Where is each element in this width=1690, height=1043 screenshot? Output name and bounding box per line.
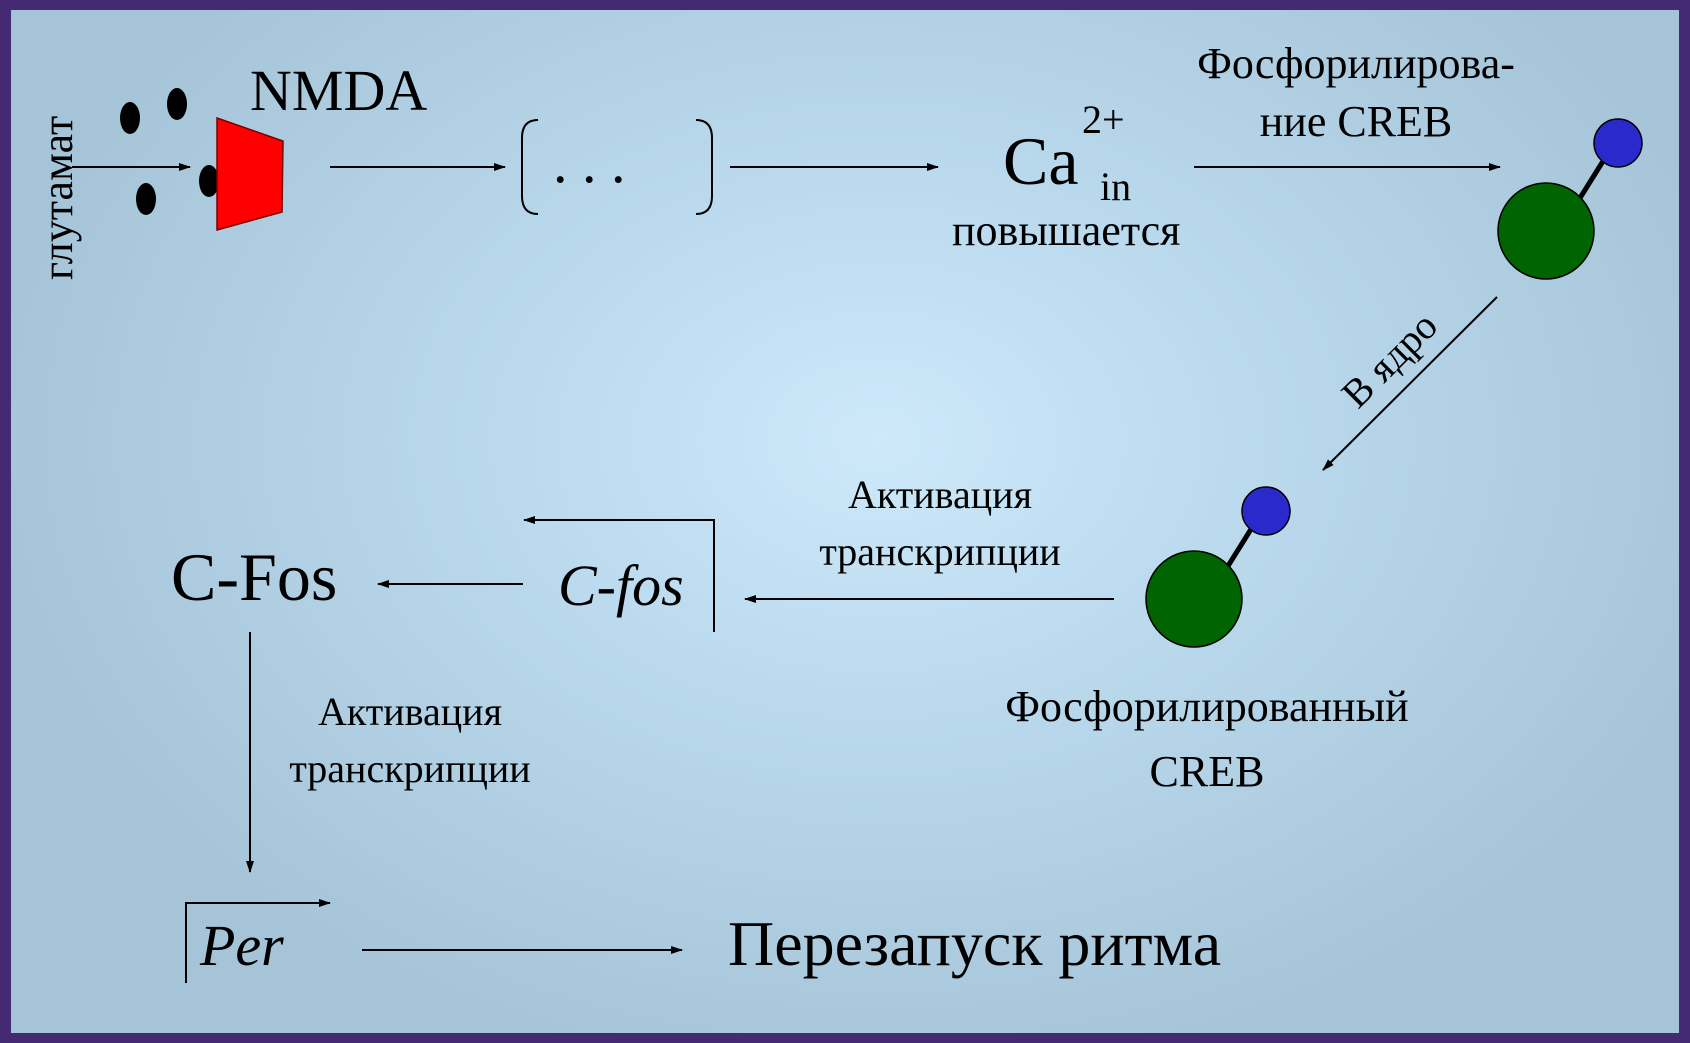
calcium-charge: 2+ xyxy=(1082,97,1125,142)
transcription-activation-label-line2: транскрипции xyxy=(819,529,1060,574)
phosphorylated-creb-icon xyxy=(1497,118,1643,280)
phosphate-group xyxy=(1593,118,1643,168)
nmda-label: NMDA xyxy=(250,58,427,123)
glutamate-dot xyxy=(120,102,140,134)
phosphorylated-creb-label-line2: CREB xyxy=(1150,747,1265,796)
glutamate-dot xyxy=(167,88,187,120)
rhythm-reset-label: Перезапуск ритма xyxy=(728,908,1221,979)
per-promoter-arrow xyxy=(185,899,331,983)
cfos-protein-label: C-Fos xyxy=(171,539,337,615)
phosphate-group xyxy=(1241,486,1291,536)
phosphorylation-label-line2: ние CREB xyxy=(1260,97,1453,146)
glutamate-label: глутамат xyxy=(33,116,82,280)
phosphorylated-creb-label-line1: Фосфорилированный xyxy=(1005,682,1408,731)
nmda-receptor-icon xyxy=(216,116,284,231)
creb-body xyxy=(1145,550,1243,648)
cfos-promoter-arrow xyxy=(523,516,715,632)
calcium-subscript: in xyxy=(1100,164,1131,209)
phosphorylation-label-line1: Фосфорилирова- xyxy=(1197,39,1515,88)
per-gene-label: Per xyxy=(199,913,284,978)
unknown-intermediates-bracket: . . . xyxy=(521,119,713,215)
transcription-activation-label-line1: Активация xyxy=(848,472,1032,517)
transcription-activation2-label-line1: Активация xyxy=(318,689,502,734)
glutamate-molecules xyxy=(120,88,219,215)
cfos-gene-label: C-fos xyxy=(558,553,684,618)
ellipsis-text: . . . xyxy=(553,130,626,195)
calcium-rises-label: повышается xyxy=(952,206,1180,255)
creb-body xyxy=(1497,182,1595,280)
nuclear-phosphorylated-creb-icon xyxy=(1145,486,1291,648)
glutamate-dot xyxy=(136,183,156,215)
calcium-symbol: Ca xyxy=(1003,123,1079,199)
glutamate-dot xyxy=(199,165,219,197)
arrow-to-nucleus xyxy=(1322,296,1498,471)
to-nucleus-label: В ядро xyxy=(1333,303,1446,416)
transcription-activation2-label-line2: транскрипции xyxy=(289,746,530,791)
